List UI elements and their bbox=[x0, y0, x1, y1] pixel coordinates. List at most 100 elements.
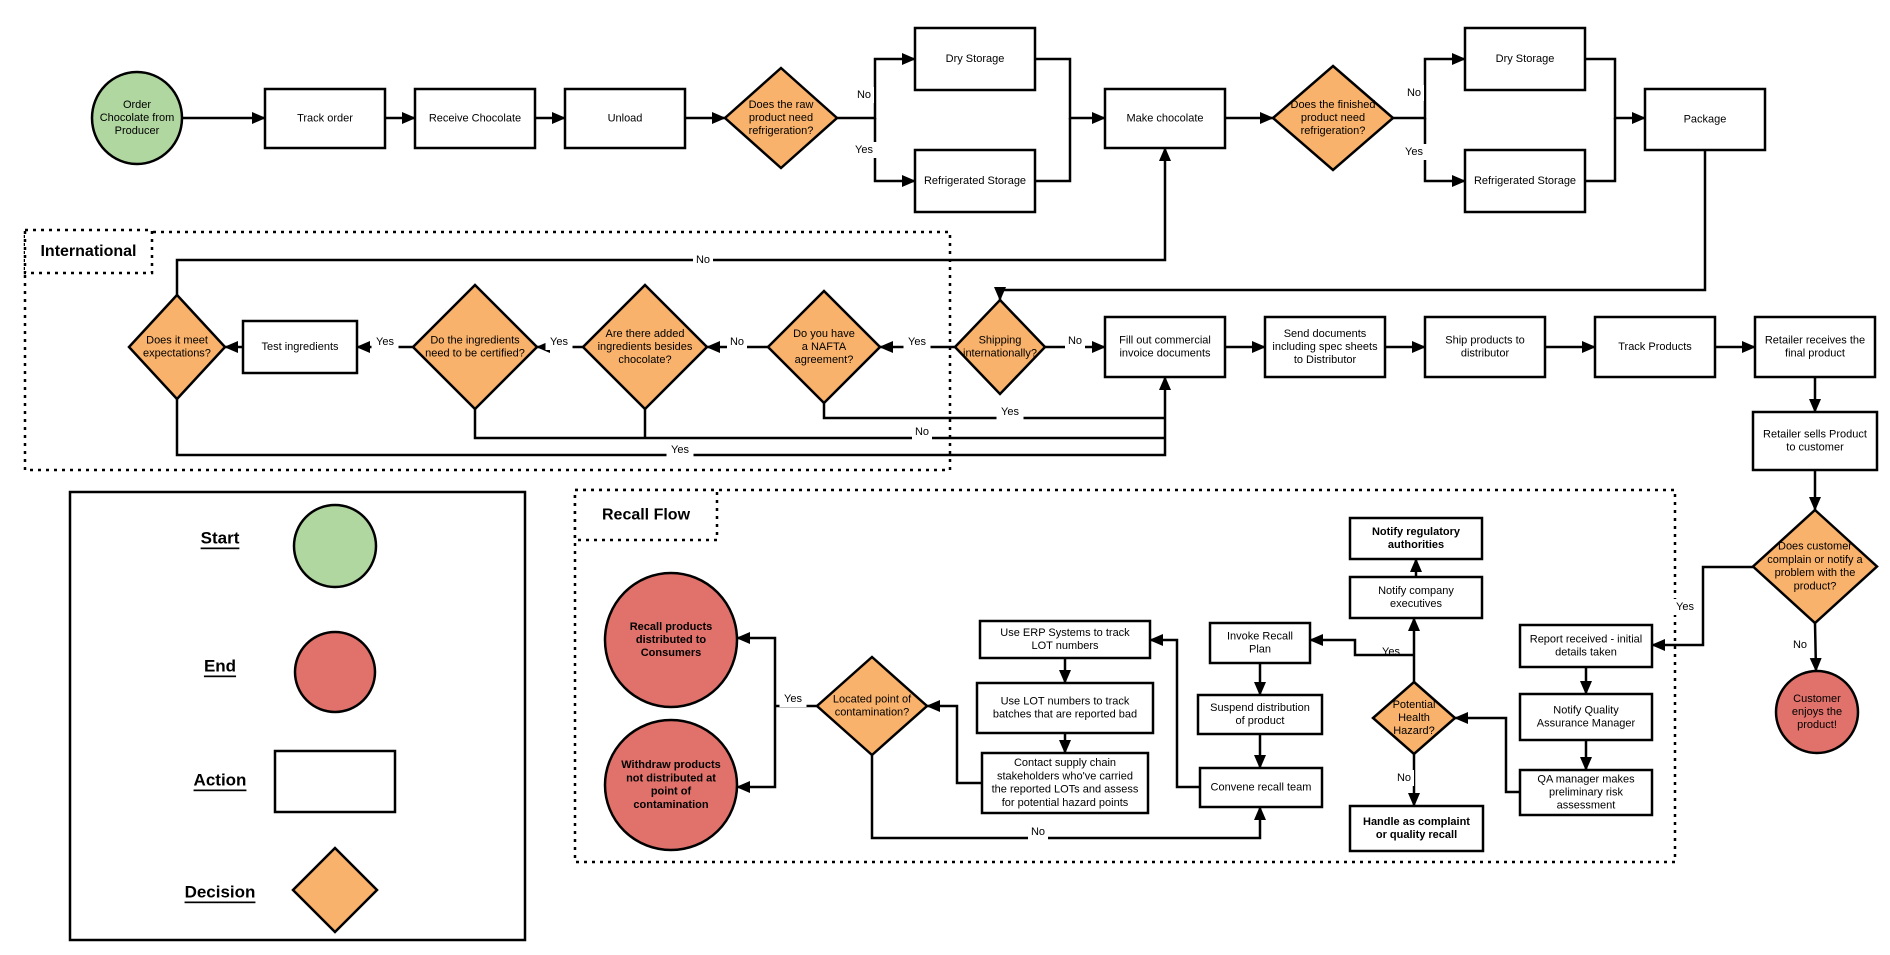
package-label: Package bbox=[1684, 114, 1727, 126]
node-unload: Unload bbox=[563, 87, 687, 150]
meet-expectations-shape bbox=[127, 293, 227, 401]
node-package: Package bbox=[1643, 87, 1767, 152]
edge-label: No bbox=[1068, 335, 1082, 347]
qa-risk-assessment-shape bbox=[1518, 768, 1654, 817]
legend-label: End bbox=[204, 657, 236, 676]
group-label-box bbox=[573, 488, 719, 542]
edge-nafta-no-added: No bbox=[706, 334, 768, 353]
edge-label-bg bbox=[1790, 637, 1810, 653]
order-chocolate-shape bbox=[90, 70, 184, 166]
node-convene-recall-team: Convene recall team bbox=[1198, 766, 1324, 809]
fill-out-invoice-shape bbox=[1103, 315, 1227, 379]
edge-label-bg bbox=[1671, 599, 1699, 615]
edge-finished-yes-refr2: Yes bbox=[1400, 118, 1466, 187]
edge-label: No bbox=[696, 254, 710, 266]
use-erp-systems-shape bbox=[978, 619, 1152, 660]
edge-label-bg bbox=[996, 404, 1024, 420]
edge-raw-no-dry1: No bbox=[837, 53, 916, 120]
edge-label: No bbox=[915, 426, 929, 438]
potential-health-hazard-shape bbox=[1371, 680, 1457, 756]
track-order-shape bbox=[263, 87, 387, 150]
edge-located-yes-withdraw bbox=[736, 706, 777, 793]
suspend-distribution-shape bbox=[1196, 693, 1324, 736]
edge-label: Yes bbox=[671, 444, 689, 456]
edge-label: Yes bbox=[376, 336, 394, 348]
dry-storage-2-label: Dry Storage bbox=[1496, 53, 1555, 65]
package-shape bbox=[1643, 87, 1767, 152]
group-recall-flow: Recall Flow bbox=[573, 488, 1677, 864]
use-lot-numbers-shape bbox=[975, 681, 1155, 735]
edge-label: No bbox=[1793, 639, 1807, 651]
edge-located-yes-recall bbox=[736, 632, 777, 706]
node-receive-chocolate: Receive Chocolate bbox=[413, 87, 537, 150]
edge-label: Yes bbox=[1001, 406, 1019, 418]
legend-item-start: Start bbox=[201, 503, 378, 589]
edge-convene-to-erp bbox=[1149, 634, 1200, 789]
edge-certified-no-fillout: No bbox=[473, 409, 1165, 440]
node-refrigerated-storage-2: Refrigerated Storage bbox=[1463, 148, 1587, 214]
node-track-products: Track Products bbox=[1593, 315, 1717, 379]
legend-action-shape bbox=[273, 749, 397, 814]
edge-raw-yes-refr1: Yes bbox=[850, 118, 916, 187]
edge-contact-to-located bbox=[926, 700, 982, 785]
group-label-box bbox=[23, 228, 154, 275]
edge-label-bg bbox=[693, 252, 713, 268]
edge-label: Yes bbox=[550, 336, 568, 348]
edge-label: Yes bbox=[1405, 146, 1423, 158]
edge-refr1-merge bbox=[1035, 118, 1072, 183]
edge-certified-yes-test: Yes bbox=[356, 334, 413, 353]
notify-qa-manager-shape bbox=[1518, 692, 1654, 742]
handle-complaint-shape bbox=[1348, 804, 1485, 853]
convene-recall-team-shape bbox=[1198, 766, 1324, 809]
legend-label: Action bbox=[194, 771, 247, 790]
legend-item-action: Action bbox=[194, 749, 397, 814]
edge-label-bg bbox=[1394, 770, 1414, 786]
edge-hazard-no-handle: No bbox=[1394, 754, 1420, 807]
added-ingredients-shape bbox=[581, 283, 709, 411]
legend-label: Decision bbox=[185, 883, 256, 902]
edge-label-bg bbox=[1028, 824, 1048, 840]
edge-label: Yes bbox=[855, 144, 873, 156]
edge-shipping-yes-nafta: Yes bbox=[879, 334, 955, 353]
edge-located-yes-split: Yes bbox=[775, 691, 817, 708]
notify-executives-shape bbox=[1348, 575, 1484, 620]
group-title-international: International bbox=[40, 243, 136, 260]
edge-expectations-yes-fillout: Yes bbox=[175, 376, 1171, 458]
